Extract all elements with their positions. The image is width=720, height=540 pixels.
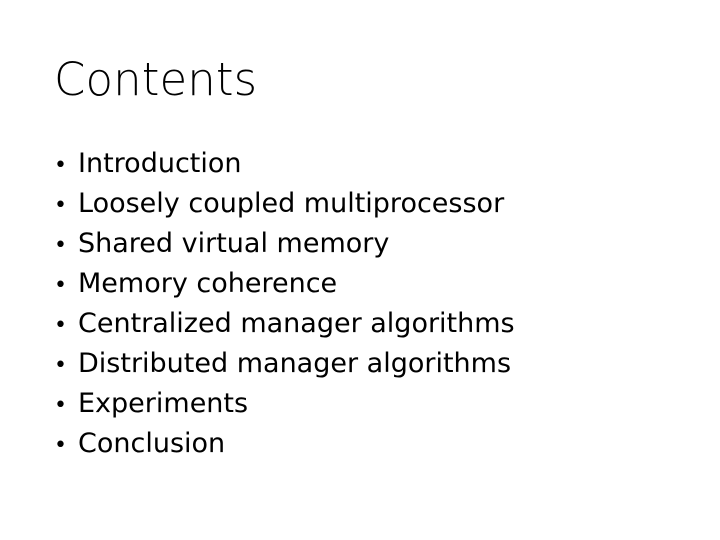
list-item-label: Shared virtual memory — [78, 228, 390, 259]
list-item-label: Memory coherence — [78, 268, 338, 299]
bullet-point-icon: • — [54, 353, 67, 378]
list-item-label: Experiments — [78, 388, 249, 419]
list-item[interactable]: • Memory coherence — [54, 264, 684, 304]
bullet-point-icon: • — [54, 233, 67, 258]
contents-bullet-list: • Introduction • Loosely coupled multipr… — [54, 144, 684, 464]
list-item-label: Conclusion — [78, 428, 226, 459]
bullet-point-icon: • — [54, 193, 67, 218]
list-item[interactable]: • Conclusion — [54, 424, 684, 464]
list-item-label: Centralized manager algorithms — [78, 308, 515, 339]
bullet-point-icon: • — [54, 313, 67, 338]
bullet-point-icon: • — [54, 153, 67, 178]
page-title: Contents — [54, 53, 258, 106]
list-item-label: Loosely coupled multiprocessor — [78, 188, 505, 219]
list-item[interactable]: • Shared virtual memory — [54, 224, 684, 264]
bullet-point-icon: • — [54, 433, 67, 458]
bullet-point-icon: • — [54, 393, 67, 418]
bullet-point-icon: • — [54, 273, 67, 298]
list-item[interactable]: • Experiments — [54, 384, 684, 424]
list-item[interactable]: • Centralized manager algorithms — [54, 304, 684, 344]
list-item[interactable]: • Introduction — [54, 144, 684, 184]
list-item-label: Distributed manager algorithms — [78, 348, 512, 379]
list-item-label: Introduction — [78, 148, 242, 179]
list-item[interactable]: • Loosely coupled multiprocessor — [54, 184, 684, 224]
list-item[interactable]: • Distributed manager algorithms — [54, 344, 684, 384]
